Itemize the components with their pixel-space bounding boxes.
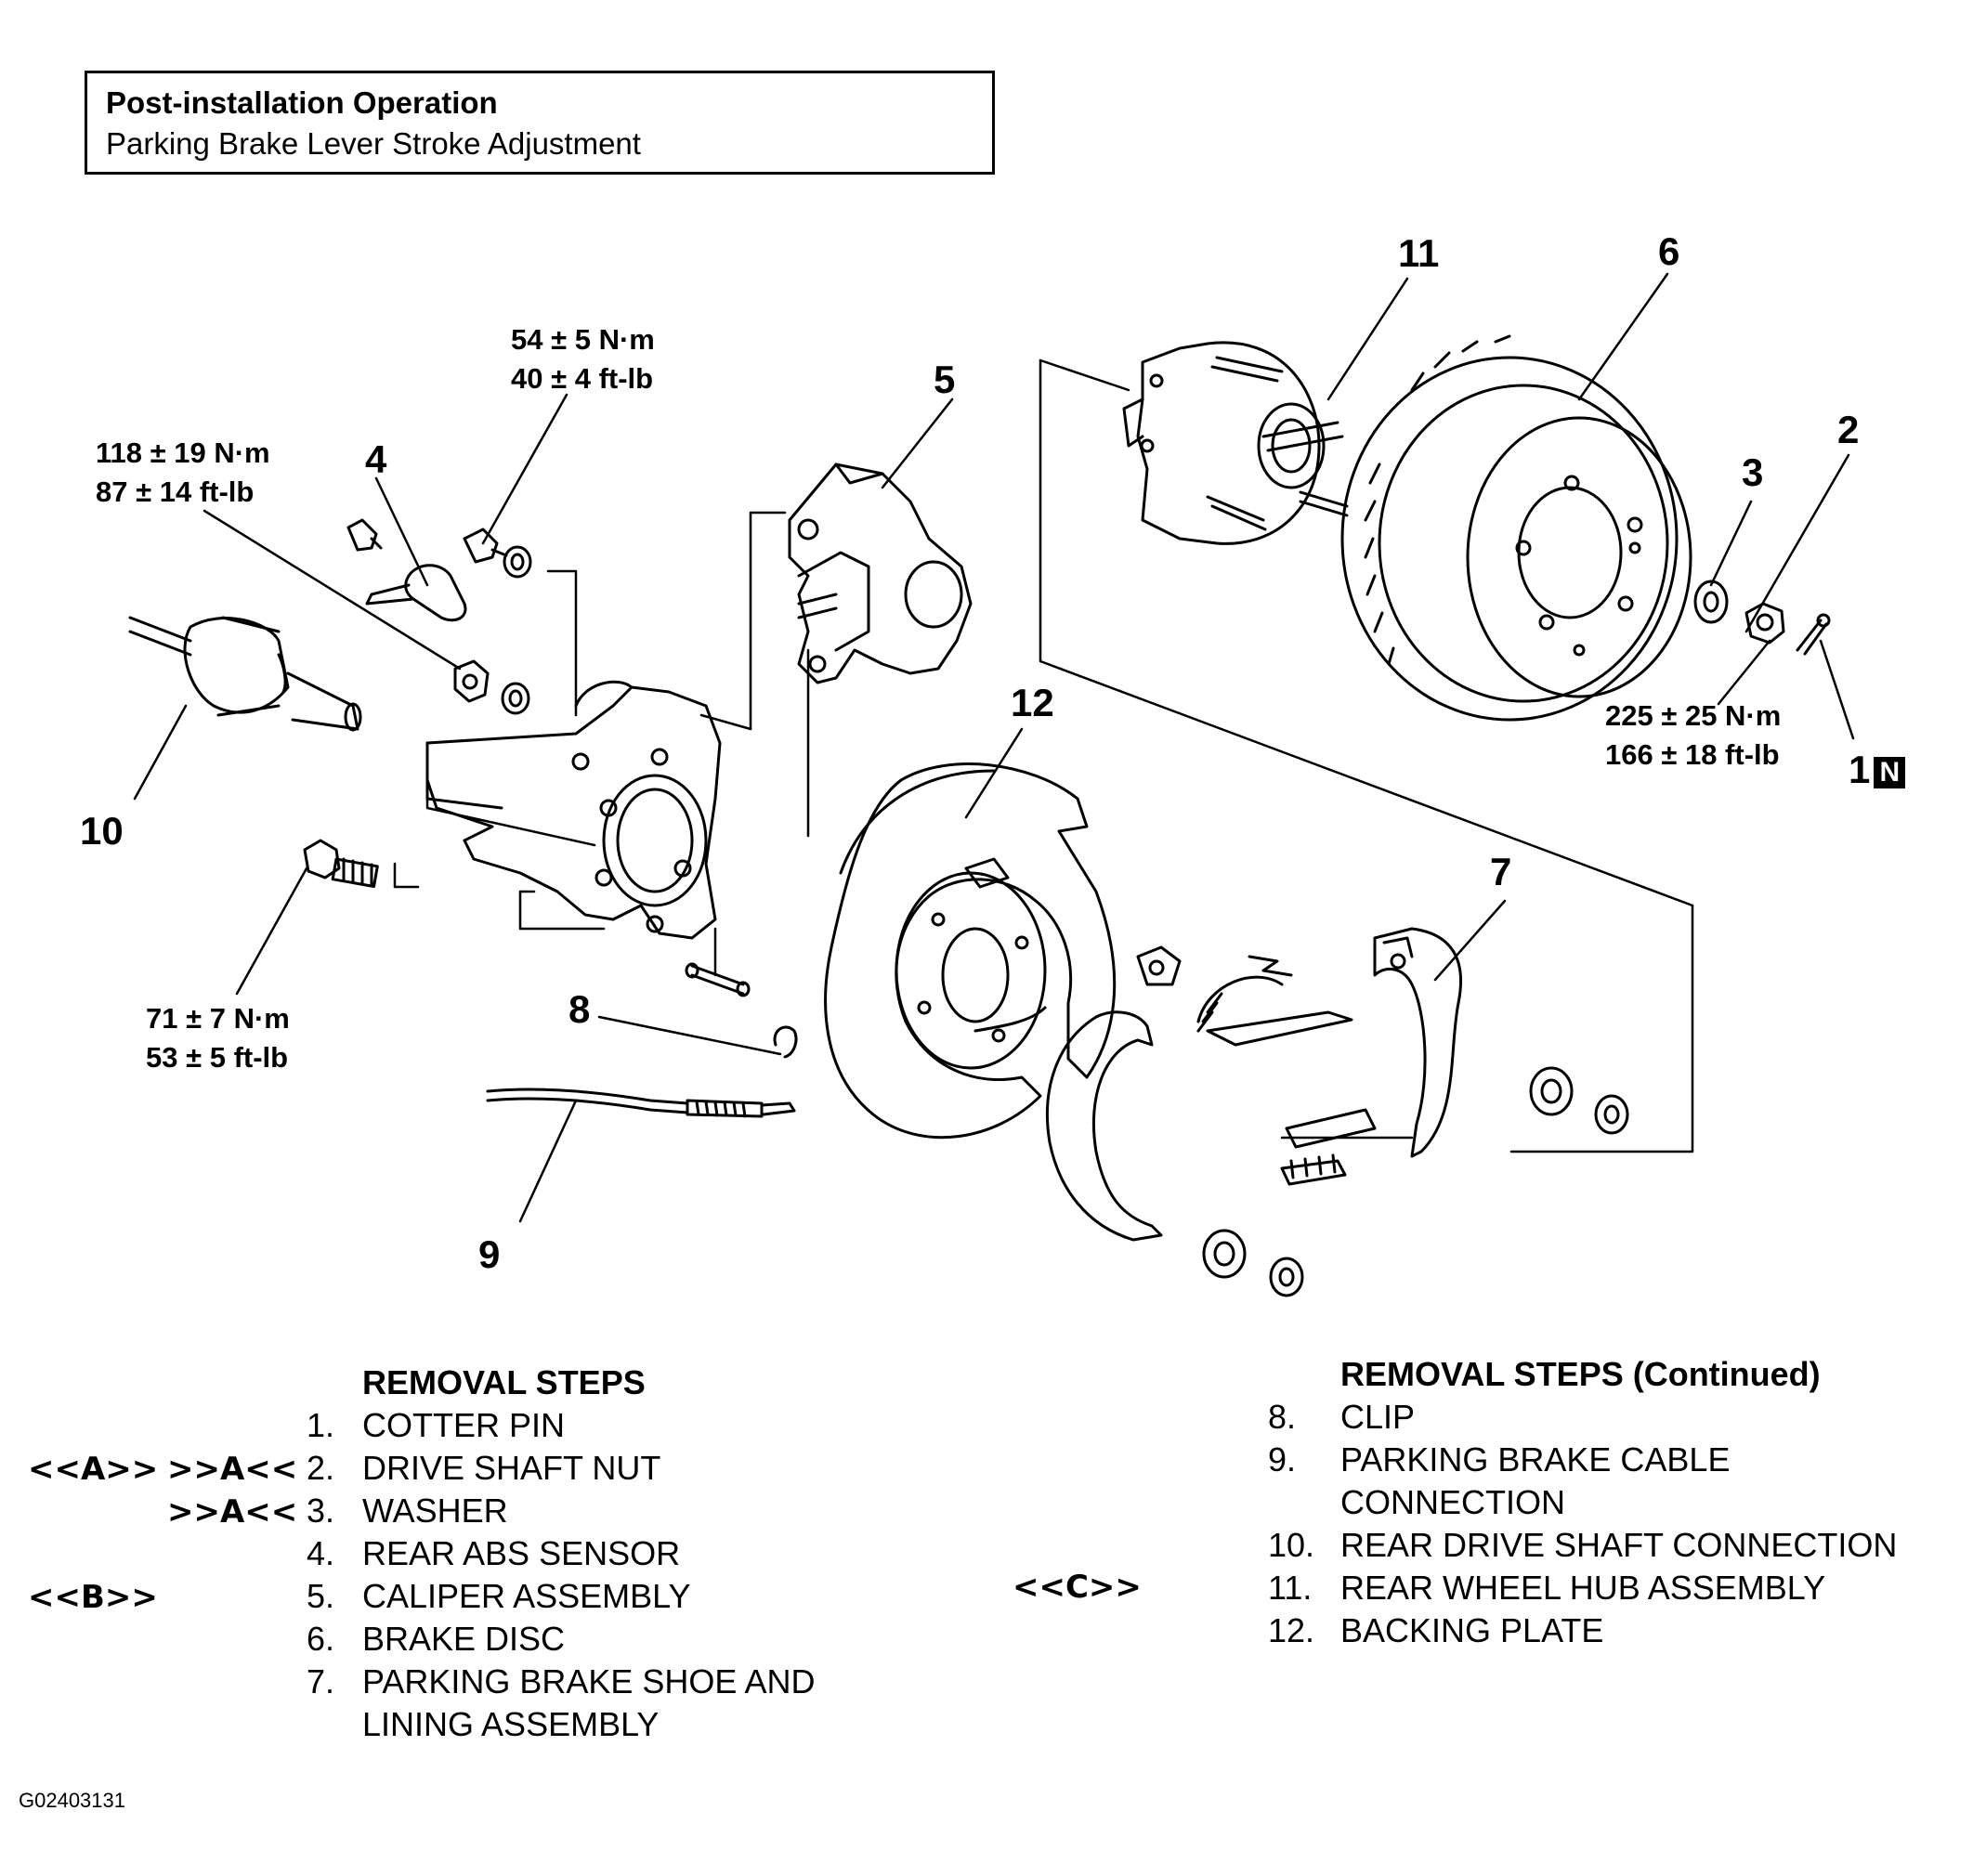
n-badge: N bbox=[1874, 756, 1906, 788]
torque-caliper-bolt: 54 ± 5 N·m 40 ± 4 ft-lb bbox=[511, 320, 655, 398]
abs-sensor bbox=[346, 518, 467, 622]
callout-10: 10 bbox=[80, 809, 124, 853]
step-number: 7. bbox=[306, 1662, 334, 1700]
post-installation-title: Post-installation Operation bbox=[106, 85, 498, 120]
step-number: 11. bbox=[1268, 1569, 1313, 1607]
ref-b: <<B>> bbox=[28, 1579, 158, 1616]
step-text: PARKING BRAKE CABLE bbox=[1340, 1440, 1731, 1479]
torque-knuckle-nut: 118 ± 19 N·m 87 ± 14 ft-lb bbox=[96, 434, 270, 512]
torque-drive-shaft-nut-ftlb: 166 ± 18 ft-lb bbox=[1605, 738, 1780, 771]
brake-disc bbox=[1340, 334, 1692, 722]
callout-5: 5 bbox=[934, 358, 956, 401]
step-number: 3. bbox=[306, 1492, 334, 1530]
step-number: 4. bbox=[306, 1534, 334, 1572]
steering-knuckle bbox=[425, 680, 722, 940]
torque-lower-bolt: 71 ± 7 N·m 53 ± 5 ft-lb bbox=[146, 999, 290, 1077]
spring-cups bbox=[1202, 1066, 1629, 1297]
step-number: 1. bbox=[306, 1406, 334, 1444]
callout-7: 7 bbox=[1490, 850, 1512, 893]
step-number: 12. bbox=[1268, 1611, 1315, 1649]
step-number: 5. bbox=[306, 1577, 334, 1615]
removal-steps-continued-heading: REMOVAL STEPS (Continued) bbox=[1340, 1355, 1821, 1393]
parking-brake-cable bbox=[486, 1088, 796, 1118]
step-text: CLIP bbox=[1340, 1398, 1416, 1436]
drive-shaft bbox=[128, 616, 362, 732]
callout-12: 12 bbox=[1011, 681, 1054, 724]
callout-9: 9 bbox=[478, 1232, 501, 1276]
ref-a-left: <<A>> bbox=[28, 1451, 159, 1488]
callout-8: 8 bbox=[568, 987, 591, 1031]
ref-c: <<C>> bbox=[1013, 1569, 1142, 1606]
callout-6: 6 bbox=[1658, 229, 1680, 273]
figure-code: G02403131 bbox=[19, 1789, 125, 1812]
torque-caliper-bolt-ftlb: 40 ± 4 ft-lb bbox=[511, 362, 654, 395]
caliper-assembly bbox=[788, 462, 973, 684]
callout-2: 2 bbox=[1837, 408, 1860, 451]
step-text: REAR ABS SENSOR bbox=[362, 1534, 681, 1572]
step-number: 10. bbox=[1268, 1526, 1315, 1564]
step-text: LINING ASSEMBLY bbox=[362, 1705, 660, 1743]
ref-a-right: >>A<< bbox=[167, 1451, 298, 1488]
callout-3: 3 bbox=[1742, 450, 1764, 494]
clip bbox=[685, 962, 798, 1059]
torque-drive-shaft-nut: 225 ± 25 N·m 166 ± 18 ft-lb bbox=[1605, 697, 1781, 775]
step-text: REAR DRIVE SHAFT CONNECTION bbox=[1340, 1526, 1898, 1564]
callout-11: 11 bbox=[1398, 231, 1440, 275]
torque-drive-shaft-nut-nm: 225 ± 25 N·m bbox=[1605, 699, 1782, 732]
step-text: CALIPER ASSEMBLY bbox=[362, 1577, 691, 1615]
wheel-hub-assembly bbox=[1122, 341, 1349, 545]
removal-steps-heading: REMOVAL STEPS bbox=[362, 1363, 646, 1401]
step-text: WASHER bbox=[362, 1492, 508, 1530]
torque-lower-bolt-nm: 71 ± 7 N·m bbox=[146, 1002, 290, 1035]
parking-brake-shoes bbox=[1045, 927, 1463, 1242]
torque-knuckle-nut-ftlb: 87 ± 14 ft-lb bbox=[96, 476, 255, 508]
callout-1-number: 1 bbox=[1849, 748, 1871, 791]
caliper-bolt bbox=[463, 528, 532, 579]
torque-knuckle-nut-nm: 118 ± 19 N·m bbox=[96, 436, 270, 469]
washer-nut-cotter bbox=[1693, 580, 1831, 656]
step-number: 9. bbox=[1268, 1440, 1297, 1479]
torque-caliper-bolt-nm: 54 ± 5 N·m bbox=[511, 323, 655, 356]
step-text: BACKING PLATE bbox=[1340, 1611, 1604, 1649]
knuckle-nut bbox=[453, 659, 530, 715]
post-installation-box: Post-installation Operation Parking Brak… bbox=[85, 71, 995, 175]
post-installation-subtitle: Parking Brake Lever Stroke Adjustment bbox=[106, 126, 641, 161]
step-number: 8. bbox=[1268, 1398, 1297, 1436]
step-text: REAR WHEEL HUB ASSEMBLY bbox=[1340, 1569, 1826, 1607]
assembly-guide-lines bbox=[393, 358, 1694, 1153]
step-text: PARKING BRAKE SHOE AND bbox=[362, 1662, 816, 1700]
leader-lines bbox=[133, 272, 1855, 1223]
ref-a-washer: >>A<< bbox=[167, 1493, 298, 1531]
step-number: 6. bbox=[306, 1620, 334, 1658]
lower-bolt bbox=[303, 839, 379, 888]
torque-lower-bolt-ftlb: 53 ± 5 ft-lb bbox=[146, 1041, 289, 1074]
step-text: BRAKE DISC bbox=[362, 1620, 566, 1658]
step-number: 2. bbox=[306, 1449, 334, 1487]
callout-4: 4 bbox=[365, 437, 387, 481]
backing-plate bbox=[824, 762, 1117, 1140]
step-text: CONNECTION bbox=[1340, 1483, 1565, 1521]
step-text: DRIVE SHAFT NUT bbox=[362, 1449, 661, 1487]
step-text: COTTER PIN bbox=[362, 1406, 566, 1444]
